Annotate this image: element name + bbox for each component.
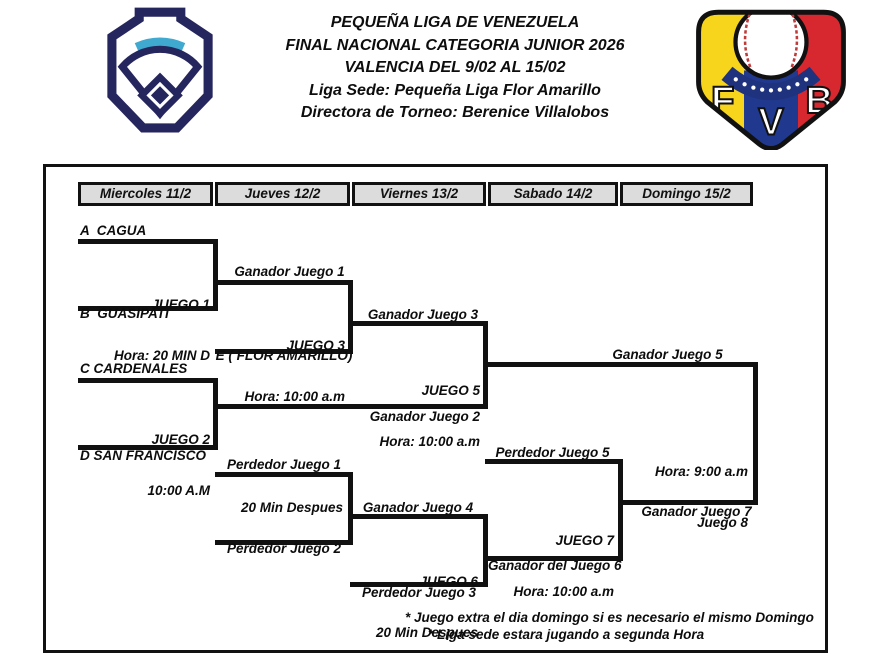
game-7-title: JUEGO 7 [555, 533, 614, 548]
advance-perdedor-juego-2: Perdedor Juego 2 [226, 541, 342, 556]
title-line-1: PEQUEÑA LIGA DE VENEZUELA [330, 14, 580, 31]
game-2-label: JUEGO 2 10:00 A.M [60, 397, 210, 533]
bracket-line [213, 280, 353, 285]
game-2-time: 10:00 A.M [147, 483, 210, 498]
game-5-label: JUEGO 5 Hora: 10:00 a.m [330, 348, 480, 484]
bracket-line [618, 459, 623, 561]
game-8-title: Juego 8 [696, 515, 748, 530]
game-1-title: JUEGO 1 [151, 297, 210, 312]
bracket-line [753, 362, 758, 505]
team-label-d: D SAN FRANCISCO [80, 448, 207, 463]
game-8-label: Hora: 9:00 a.m Juego 8 [598, 429, 748, 565]
game-6-title: JUEGO 6 [419, 574, 478, 589]
day-header-domingo: Domingo 15/2 [620, 182, 753, 206]
day-header-sabado: Sabado 14/2 [488, 182, 618, 206]
day-header-viernes: Viernes 13/2 [352, 182, 486, 206]
team-label-b: B GUASIPATI [80, 306, 169, 321]
advance-perdedor-juego-5: Perdedor Juego 5 [495, 445, 610, 460]
bracket-line [348, 514, 488, 519]
page-title: PEQUEÑA LIGA DE VENEZUELA FINAL NACIONAL… [210, 12, 700, 125]
advance-ganador-juego-2: Ganador Juego 2 [369, 409, 480, 424]
title-line-4: Liga Sede: Pequeña Liga Flor Amarillo [309, 81, 601, 99]
bracket-line [215, 472, 353, 477]
bracket-line [213, 404, 488, 409]
advance-ganador-del-juego-6: Ganador del Juego 6 [488, 558, 622, 573]
game-6-time: 20 Min Despues [375, 625, 478, 640]
bracket-line [350, 582, 488, 587]
bracket-line [618, 500, 758, 505]
advance-ganador-juego-3: Ganador Juego 3 [367, 307, 479, 322]
advance-ganador-juego-5: Ganador Juego 5 [612, 347, 723, 362]
title-line-5: Directora de Torneo: Berenice Villalobos [300, 104, 610, 121]
team-label-c: C CARDENALES [80, 361, 188, 376]
game-3-label: JUEGO 3 Hora: 10:00 a.m [195, 303, 345, 439]
bracket-line [485, 459, 623, 464]
bracket-line [348, 280, 353, 354]
team-label-e: E ( FLOR AMARILLO) [215, 348, 353, 363]
title-line-2: FINAL NACIONAL CATEGORIA JUNIOR 2026 [285, 36, 625, 54]
bracket-line [78, 306, 218, 311]
game-1-label: JUEGO 1 Hora: 20 MIN D [60, 262, 210, 398]
game-2-title: JUEGO 2 [151, 432, 210, 447]
little-league-keystone-logo [107, 7, 213, 133]
bracket-line [78, 239, 218, 244]
game-8-time: Hora: 9:00 a.m [654, 464, 748, 479]
game-7-label: JUEGO 7 Hora: 10:00 a.m [464, 498, 614, 634]
svg-text:V: V [758, 100, 784, 143]
day-header-miercoles: Miercoles 11/2 [78, 182, 213, 206]
fvb-baseball-federation-logo: F V B [696, 9, 846, 150]
advance-perdedor-juego-1: Perdedor Juego 1 [226, 457, 342, 472]
bracket-line [483, 321, 488, 409]
bracket-line [215, 540, 353, 545]
title-line-3: VALENCIA DEL 9/02 AL 15/02 [344, 59, 566, 76]
game-6-label: JUEGO 6 20 Min Despues [328, 539, 478, 660]
bracket-line [78, 378, 218, 383]
note-line-1: * Juego extra el dia domingo si es neces… [405, 610, 814, 625]
bracket-line [483, 362, 758, 367]
game-5-time: Hora: 10:00 a.m [379, 434, 480, 449]
game-5-title: JUEGO 5 [421, 383, 480, 398]
game-1-time: Hora: 20 MIN D [113, 348, 210, 363]
game-4-label: 20 Min Despues [240, 500, 343, 515]
advance-ganador-juego-7: Ganador Juego 7 [641, 504, 752, 519]
bracket-line [348, 321, 488, 326]
note-line-2: * Liga sede estara jugando a segunda Hor… [428, 627, 705, 642]
bracket-line [483, 556, 623, 561]
team-label-a: A CAGUA [80, 223, 147, 238]
advance-perdedor-juego-3: Perdedor Juego 3 [361, 585, 477, 600]
advance-ganador-juego-4: Ganador Juego 4 [362, 500, 474, 515]
game-3-title: JUEGO 3 [286, 338, 345, 353]
game-7-time: Hora: 10:00 a.m [513, 584, 614, 599]
bracket-line [348, 472, 353, 545]
bracket-line [78, 445, 218, 450]
bracket-line [483, 514, 488, 587]
day-header-jueves: Jueves 12/2 [215, 182, 350, 206]
bracket-line [215, 349, 353, 354]
advance-ganador-juego-1: Ganador Juego 1 [234, 264, 345, 279]
bracket-line [213, 378, 218, 450]
bracket-line [213, 239, 218, 311]
game-3-time: Hora: 10:00 a.m [244, 389, 345, 404]
bracket-outer-box [43, 164, 828, 653]
